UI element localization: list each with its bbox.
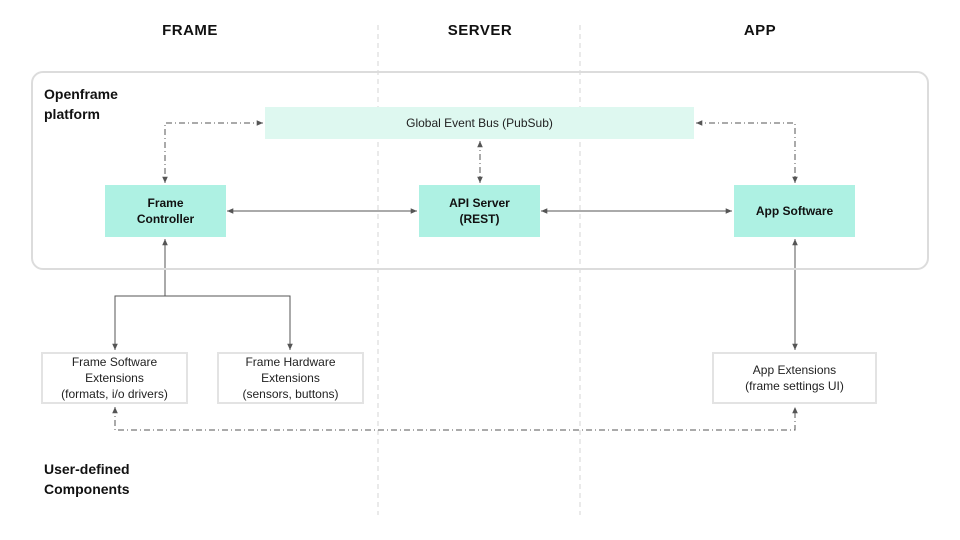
column-heading-server: SERVER <box>447 22 513 39</box>
frame-controller-box: Frame Controller <box>105 185 226 237</box>
api-server-box: API Server (REST) <box>419 185 540 237</box>
column-heading-app: APP <box>743 22 777 39</box>
app-software-box: App Software <box>734 185 855 237</box>
frame-hardware-extensions-box: Frame Hardware Extensions (sensors, butt… <box>217 352 364 404</box>
extensions-branch <box>112 295 293 350</box>
platform-label: Openframe platform <box>44 86 118 122</box>
column-heading-frame: FRAME <box>162 22 218 39</box>
bus-to-app-software-link <box>696 120 798 183</box>
platform-container <box>31 71 929 270</box>
user-defined-components-label: User-defined Components <box>44 461 130 497</box>
global-event-bus-box: Global Event Bus (PubSub) <box>265 107 694 139</box>
frame-software-extensions-box: Frame Software Extensions (formats, i/o … <box>41 352 188 404</box>
extensions-bottom-link <box>112 407 798 431</box>
app-extensions-box: App Extensions (frame settings UI) <box>712 352 877 404</box>
